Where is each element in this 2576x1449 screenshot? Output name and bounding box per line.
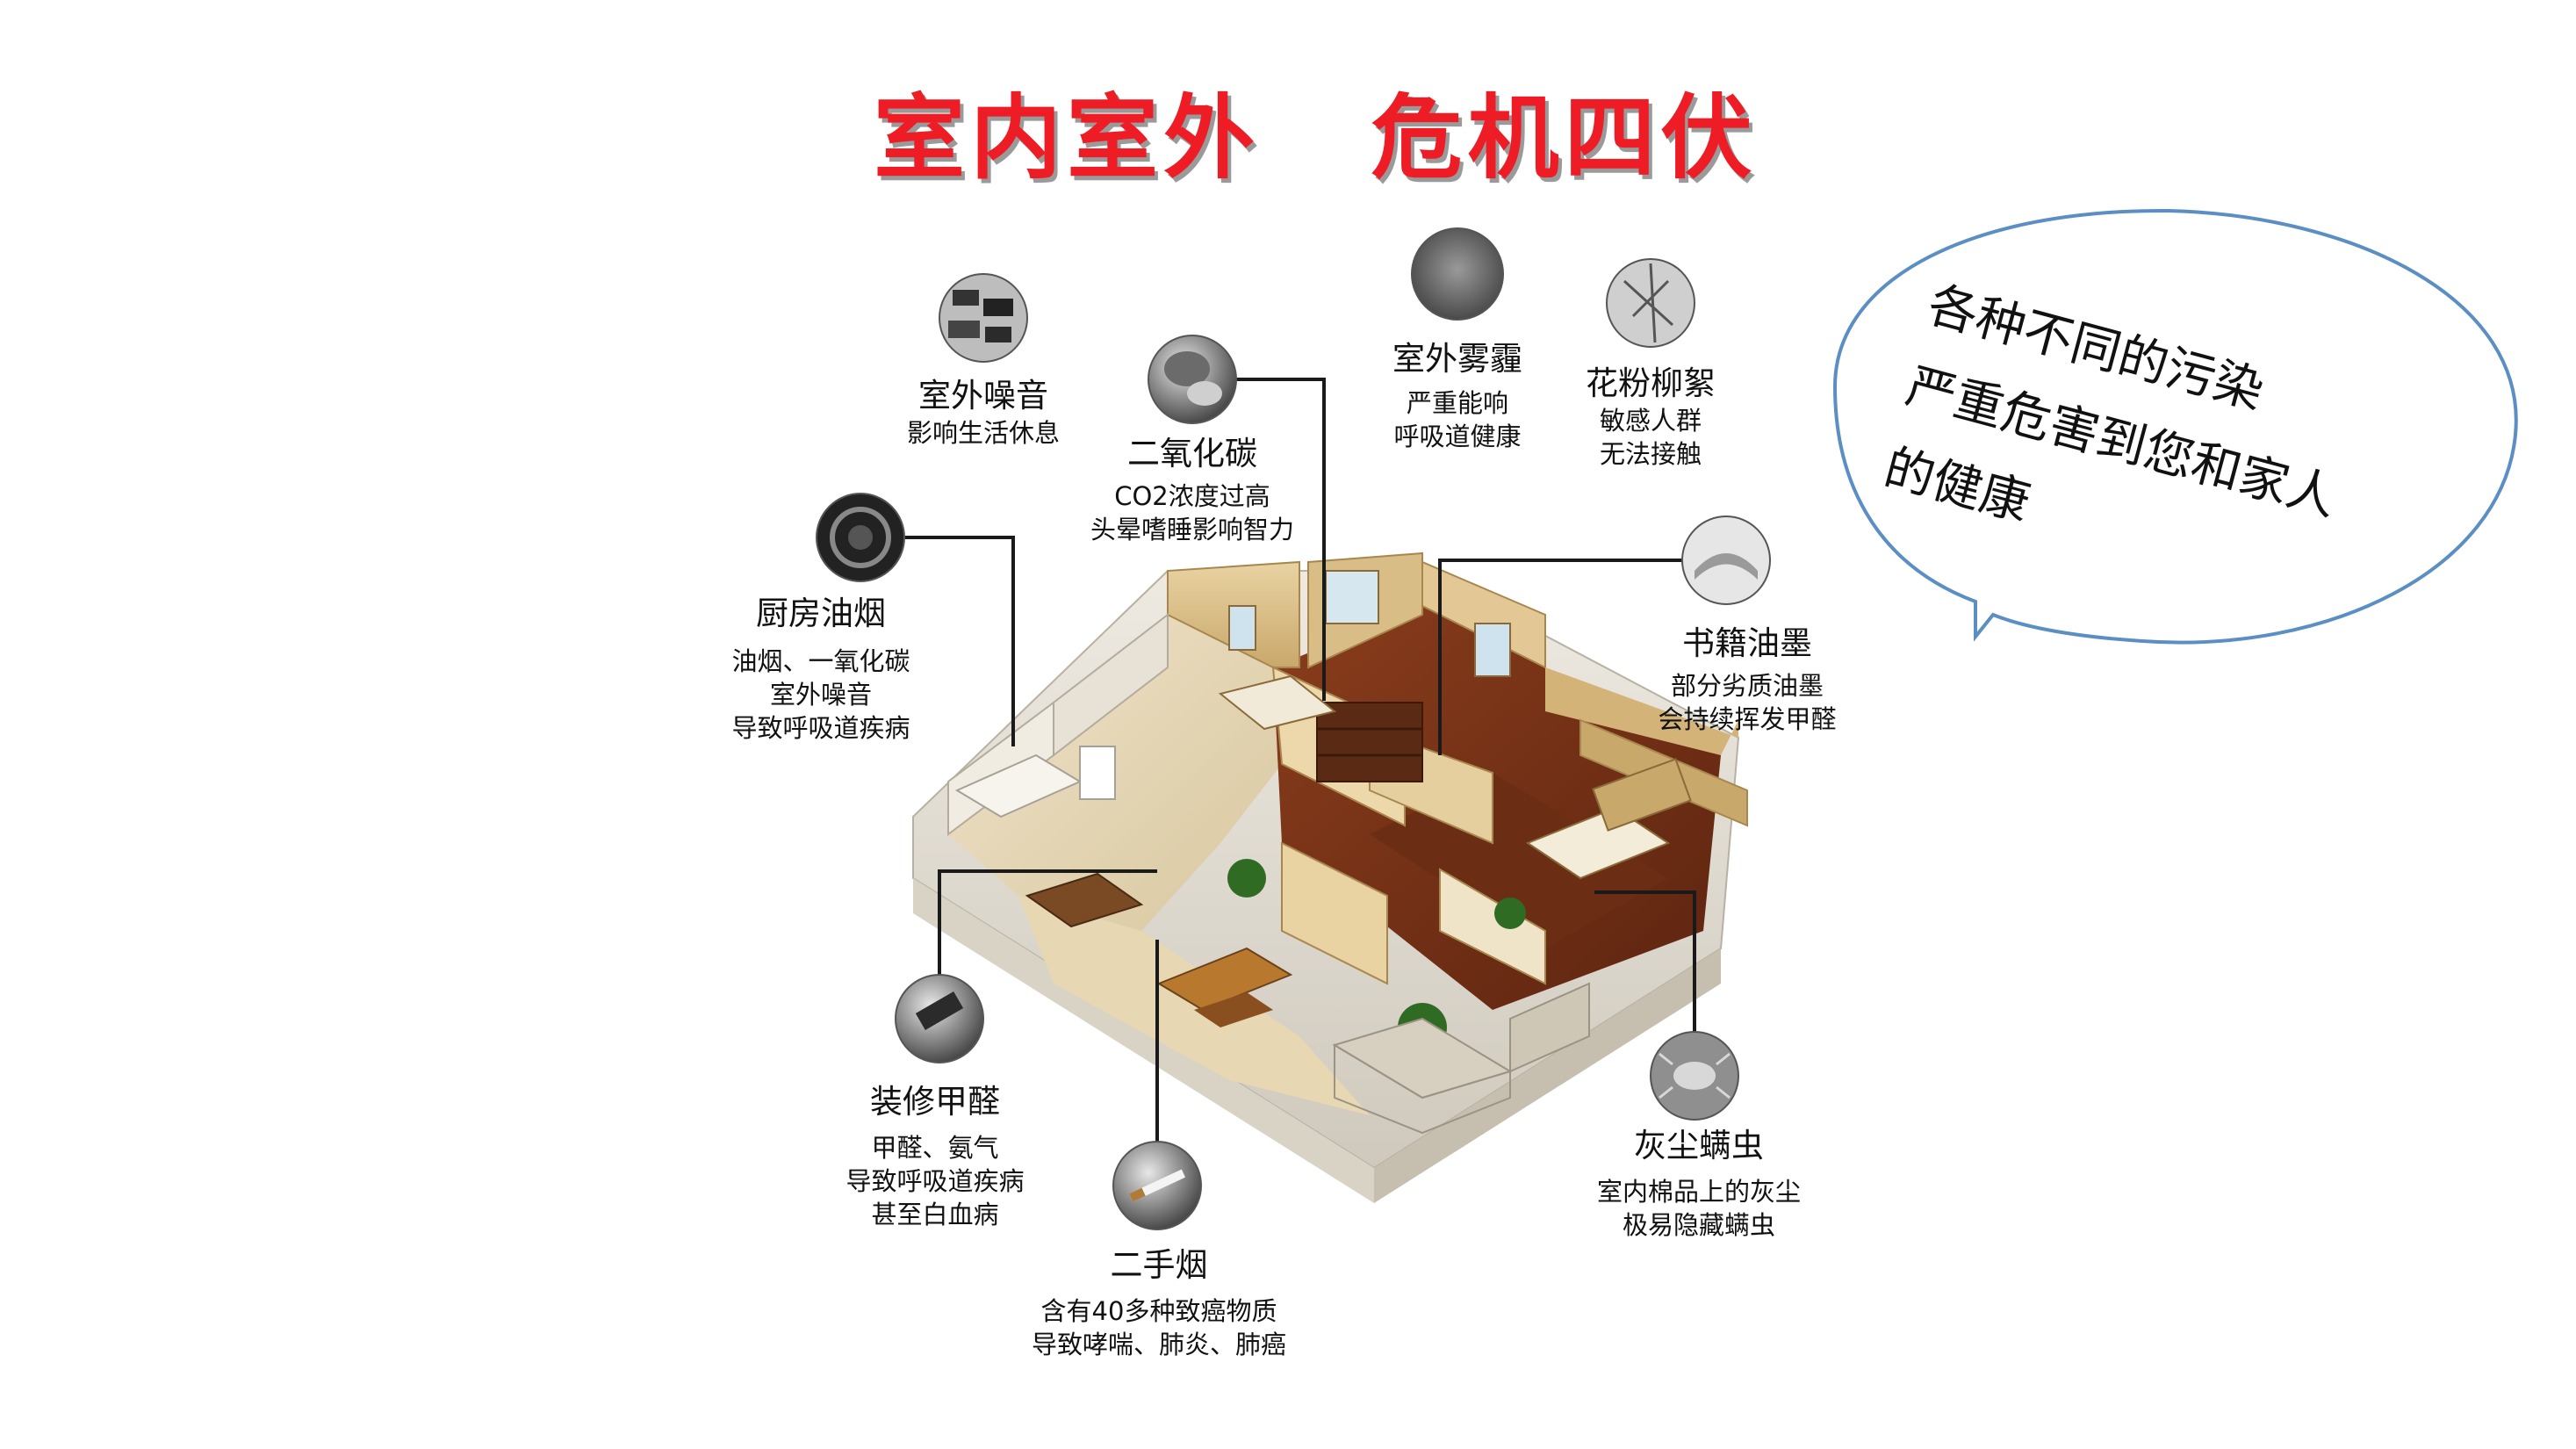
label-pollen: 花粉柳絮 敏感人群 无法接触 [1563,364,1738,471]
open-book-icon [1681,515,1771,605]
hazard-desc: 影响生活休息 [906,418,1060,448]
hazard-desc: 油烟、一氧化碳 [731,646,910,676]
apartment-floorplan [912,551,1748,1203]
page-title: 室内室外 危机四伏 [874,84,1758,191]
hazard-desc: 甚至白血病 [871,1200,999,1229]
hazard-desc: 室内棉品上的灰尘 [1596,1177,1801,1207]
hazard-title: 二氧化碳 [1127,435,1257,472]
hazard-desc: 导致哮喘、肺炎、肺癌 [1031,1330,1286,1359]
traffic-icon [939,273,1028,363]
label-smoke: 二手烟 含有40多种致癌物质 导致哮喘、肺炎、肺癌 [1010,1245,1308,1361]
hazard-title: 装修甲醛 [870,1083,1000,1121]
willow-catkin-icon [1606,258,1695,348]
hazard-desc: 部分劣质油墨 [1670,671,1824,701]
hazard-desc: 极易隐藏螨虫 [1622,1210,1775,1240]
haze-icon [1411,227,1504,321]
label-kitchen: 厨房油烟 油烟、一氧化碳 室外噪音 导致呼吸道疾病 [711,594,931,745]
cigarette-icon [1112,1141,1202,1230]
label-books: 书籍油墨 部分劣质油墨 会持续挥发甲醛 [1633,624,1861,736]
connector-dust-mites [1594,890,1696,1036]
hazard-desc: 严重能响 [1406,388,1508,418]
hazard-desc: 导致呼吸道疾病 [845,1166,1025,1196]
connector-co2 [1227,378,1326,701]
hazard-title: 厨房油烟 [756,595,886,632]
sleeping-person-icon [1148,335,1237,424]
hazard-title: 花粉柳絮 [1586,364,1716,402]
label-decoration: 装修甲醛 甲醛、氨气 导致呼吸道疾病 甚至白血病 [817,1082,1054,1231]
hazard-title: 灰尘螨虫 [1634,1127,1764,1164]
dust-mite-icon [1650,1031,1739,1121]
label-outdoor-noise: 室外噪音 影响生活休息 [887,376,1080,450]
label-smog: 室外雾霾 严重能响 呼吸道健康 [1361,339,1554,453]
connector-decoration [938,869,1157,977]
paint-tool-icon [895,974,984,1063]
hazard-desc: 甲醛、氨气 [871,1133,999,1163]
hazard-desc: 敏感人群 [1599,406,1702,436]
speech-bubble [1832,208,2518,645]
hazard-desc: 导致呼吸道疾病 [731,713,910,743]
connector-books [1438,559,1682,755]
connector-kitchen [904,536,1015,746]
hazard-title: 书籍油墨 [1682,624,1812,662]
hazard-desc: 含有40多种致癌物质 [1040,1296,1277,1326]
label-dust-mites: 灰尘螨虫 室内棉品上的灰尘 极易隐藏螨虫 [1572,1126,1826,1242]
label-co2: 二氧化碳 CO2浓度过高 头晕嗜睡影响智力 [1069,434,1315,546]
hazard-desc: 室外噪音 [769,680,872,710]
gas-burner-icon [816,493,905,582]
hazard-title: 室外噪音 [918,377,1048,415]
hazard-desc: 会持续挥发甲醛 [1658,704,1837,734]
connector-lines [904,378,1696,1142]
hazard-desc: 无法接触 [1599,439,1702,469]
hazard-desc: 头晕嗜睡影响智力 [1090,515,1294,544]
hazard-title: 二手烟 [1110,1246,1208,1284]
hazard-desc: 呼吸道健康 [1393,422,1522,451]
hazard-title: 室外雾霾 [1392,340,1522,378]
hazard-desc: CO2浓度过高 [1114,481,1270,511]
